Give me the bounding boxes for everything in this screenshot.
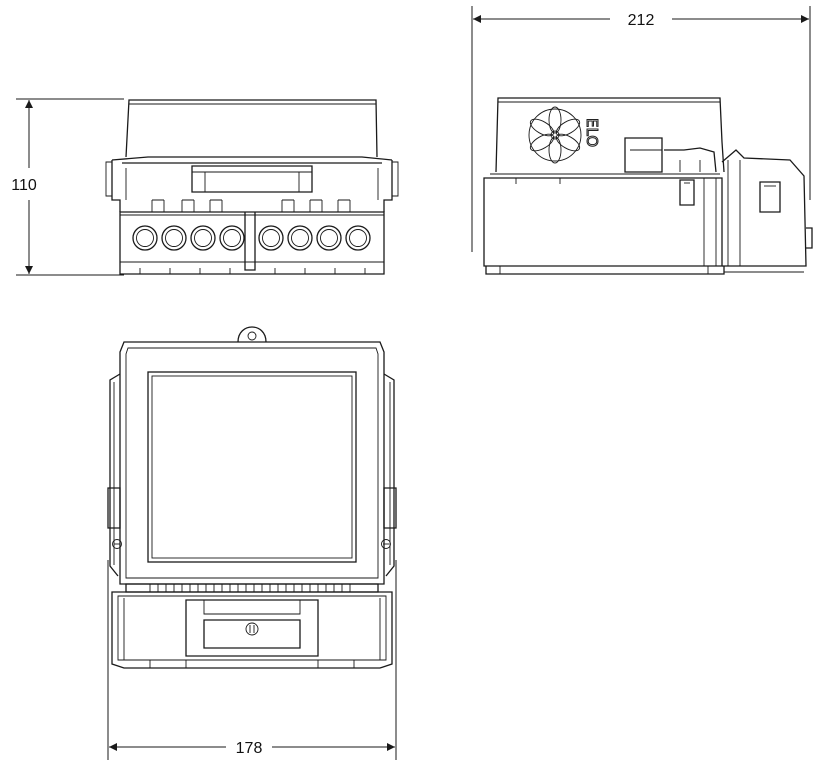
cable-gland <box>132 225 158 251</box>
cable-gland <box>345 225 371 251</box>
screw-icon <box>381 539 391 549</box>
cable-gland <box>190 225 216 251</box>
elo-logo: ELO <box>528 106 602 164</box>
cable-gland <box>316 225 342 251</box>
screw-icon <box>112 539 122 549</box>
cable-gland <box>219 225 245 251</box>
top-view <box>107 326 397 669</box>
logo-text: ELO <box>583 118 601 147</box>
width-dimension: 178 <box>107 560 397 760</box>
front-view <box>105 99 399 275</box>
cable-gland <box>258 225 284 251</box>
width-dimension-label: 178 <box>236 740 263 757</box>
cable-gland <box>287 225 313 251</box>
height-dimension: 110 <box>4 98 124 276</box>
height-dimension-label: 110 <box>11 177 37 194</box>
depth-dimension-label: 212 <box>628 12 655 29</box>
logo-flower-icon <box>528 106 582 164</box>
depth-dimension: 212 <box>471 6 811 252</box>
side-view <box>483 97 813 275</box>
cable-gland <box>161 225 187 251</box>
seal-screw-icon <box>245 622 259 636</box>
cable-gland-row <box>132 225 371 251</box>
